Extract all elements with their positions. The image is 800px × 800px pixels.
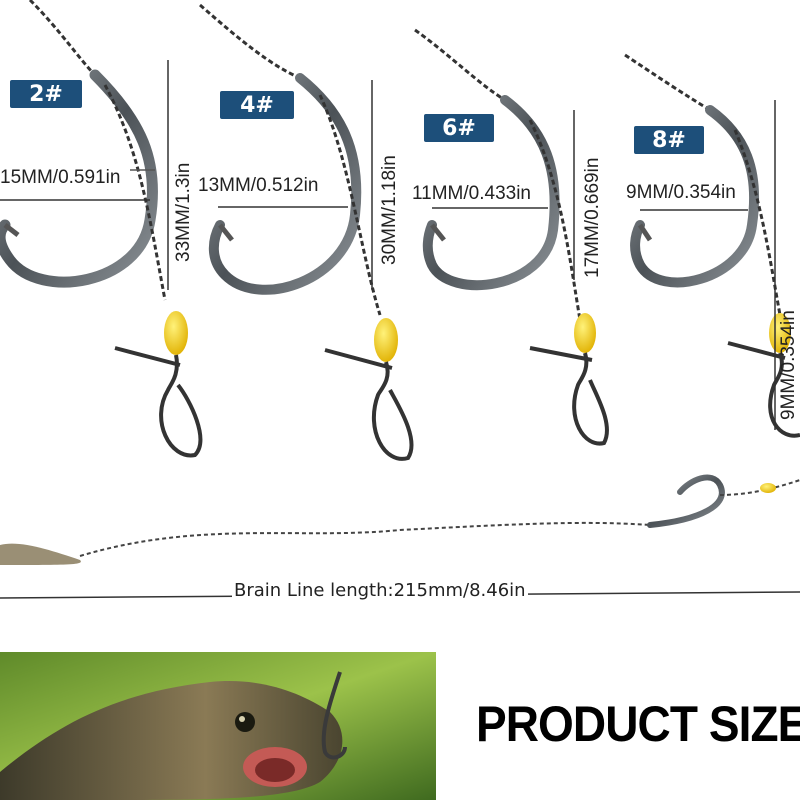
hook-6-width-label: 11MM/0.433in — [412, 183, 531, 204]
hook-2-width-label: 15MM/0.591in — [0, 167, 121, 188]
hook-2-height-label: 33MM/1.3in — [173, 162, 194, 262]
carp-illustration — [0, 652, 436, 800]
hook-8-width-label: 9MM/0.354in — [626, 182, 736, 203]
product-size-title: PRODUCT SIZE — [476, 696, 800, 752]
hook-size-4 — [199, 3, 414, 461]
size-badge-6: 6# — [424, 114, 494, 142]
size-badge-4: 4# — [220, 91, 294, 119]
hook-size-8 — [624, 53, 800, 438]
size-badge-8: 8# — [634, 126, 704, 154]
hook-4-height-label: 30MM/1.18in — [379, 155, 400, 265]
hook-4-width-label: 13MM/0.512in — [198, 175, 319, 196]
size-badge-2: 2# — [10, 80, 82, 108]
hook-8-height-label: 9MM/0.354in — [778, 310, 799, 420]
hook-6-height-label: 17MM/0.669in — [582, 157, 603, 278]
brain-line-length-label: Brain Line length:215mm/8.46in — [232, 580, 528, 601]
hook-size-6 — [414, 28, 609, 446]
carp-photo — [0, 652, 436, 800]
hook-size-2 — [0, 0, 203, 458]
